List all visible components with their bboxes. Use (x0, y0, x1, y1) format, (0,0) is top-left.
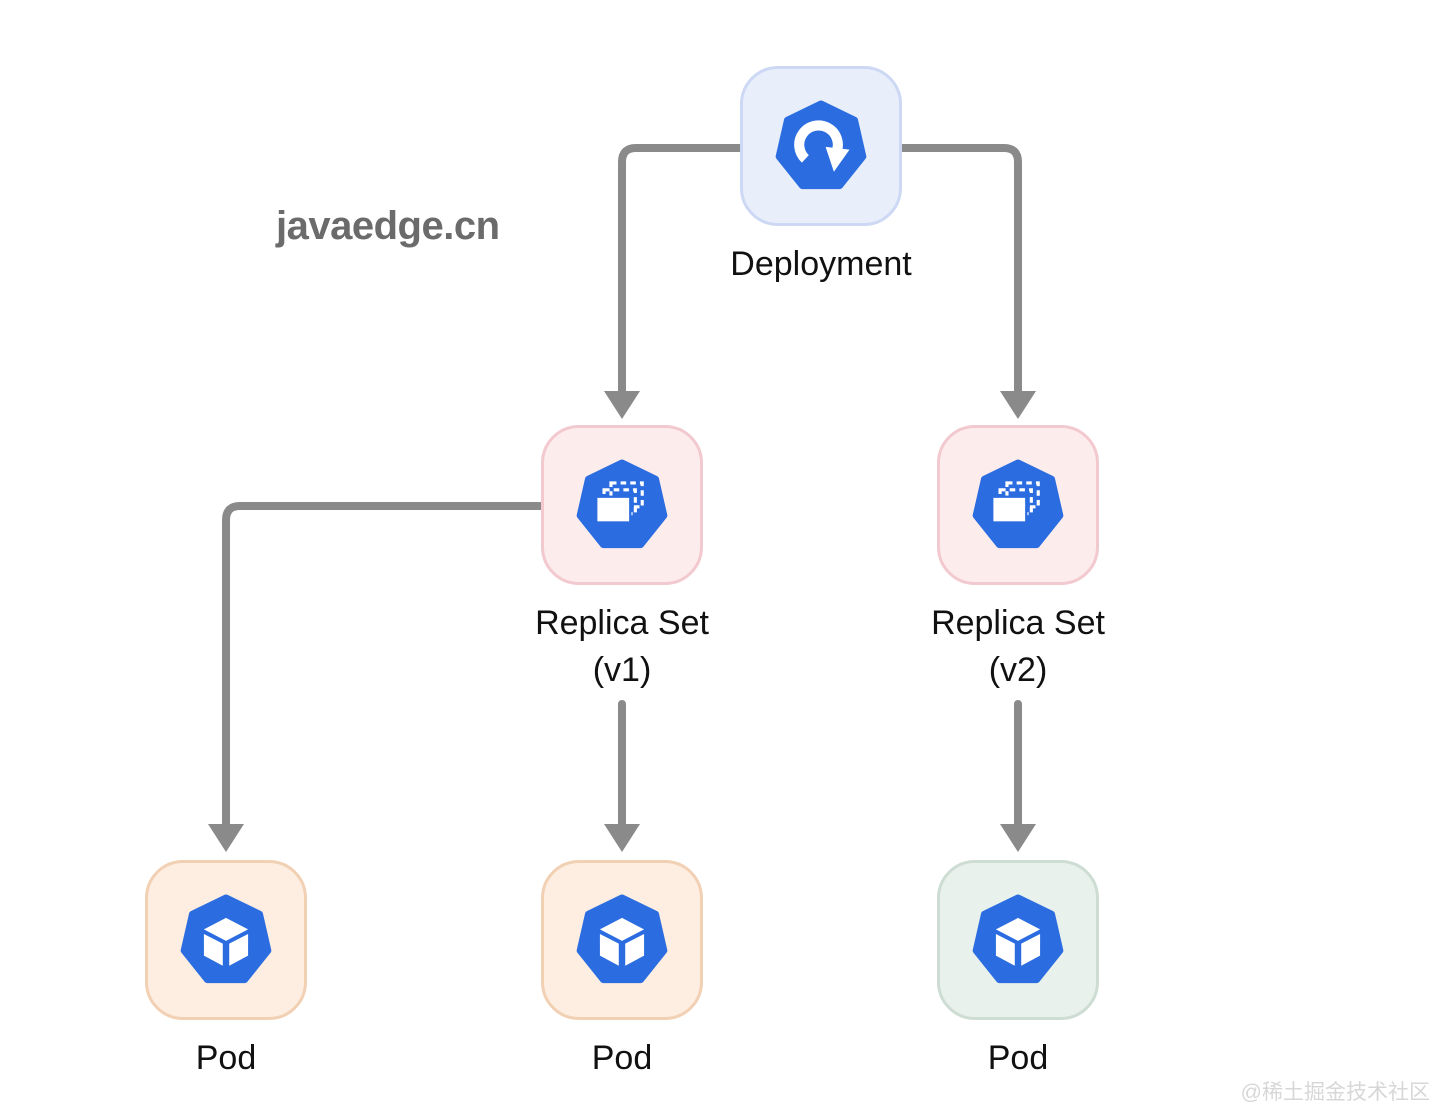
deployment-box (740, 66, 902, 226)
pod-2-box (541, 860, 703, 1020)
replica-solid-rect (991, 495, 1028, 524)
community-watermark: @稀土掘金技术社区 (1240, 1081, 1430, 1104)
node-replicaset-v2: Replica Set (v2) (898, 425, 1138, 694)
cube-left-face (995, 934, 1015, 966)
arrowhead-pod-2 (604, 824, 640, 852)
replicaset-icon (972, 459, 1064, 549)
replicaset-v1-box (541, 425, 703, 585)
node-replicaset-v1: Replica Set (v1) (502, 425, 742, 694)
node-deployment: Deployment (701, 66, 941, 288)
rotate-arrowhead-glyph (825, 146, 850, 172)
node-label: Pod (987, 1039, 1049, 1077)
heptagon-shape (775, 100, 867, 190)
node-label: Deployment (730, 245, 912, 283)
pod-icon (576, 894, 668, 984)
arrowhead-replicaset-v2 (1000, 391, 1036, 419)
node-sublabel: (v2) (988, 651, 1048, 689)
edge-replicaset-v1-to-pod-1 (222, 502, 544, 829)
cube-left-face (599, 934, 619, 966)
pod-3-box (937, 860, 1099, 1020)
cube-right-face (229, 934, 249, 966)
cube-left-face (203, 934, 223, 966)
node-sublabel: (v1) (592, 651, 652, 689)
arrowhead-pod-3 (1000, 824, 1036, 852)
node-label: Pod (591, 1039, 653, 1077)
node-label: Pod (195, 1039, 257, 1077)
cube-top-face (203, 917, 249, 941)
replicaset-v2-box (937, 425, 1099, 585)
replica-solid-rect (595, 495, 632, 524)
pod-icon (972, 894, 1064, 984)
pod-icon (180, 894, 272, 984)
arrowhead-pod-1 (208, 824, 244, 852)
node-pod-1: Pod (106, 860, 346, 1082)
cube-right-face (625, 934, 645, 966)
replicaset-icon (576, 459, 668, 549)
node-label: Replica Set (931, 604, 1105, 642)
pod-1-box (145, 860, 307, 1020)
node-pod-2: Pod (502, 860, 742, 1082)
cube-right-face (1021, 934, 1041, 966)
deployment-icon (775, 100, 867, 190)
site-watermark: javaedge.cn (276, 204, 500, 248)
arrowhead-replicaset-v1 (604, 391, 640, 419)
rotate-arrow-glyph (794, 120, 843, 163)
node-pod-3: Pod (898, 860, 1138, 1082)
node-label: Replica Set (535, 604, 709, 642)
